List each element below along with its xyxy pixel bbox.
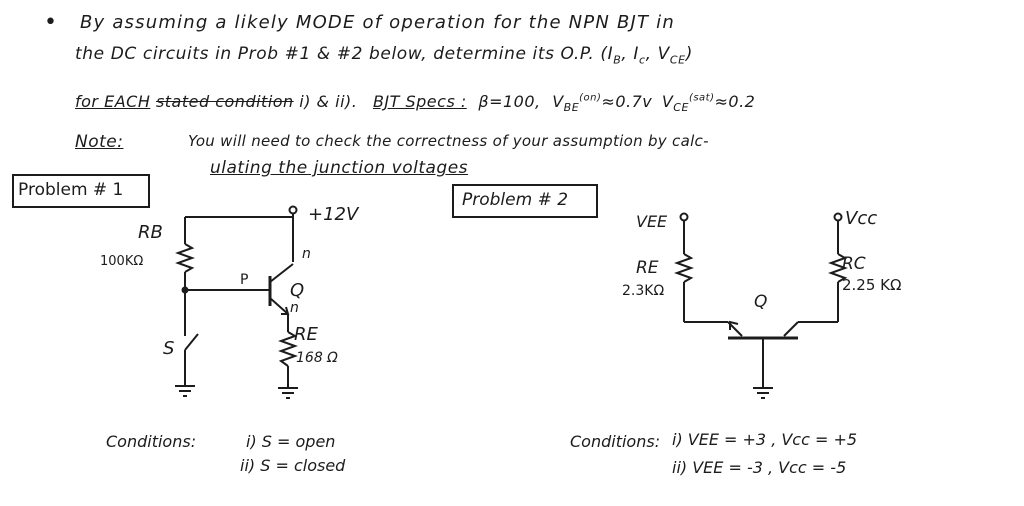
header-line-2: the DC circuits in Prob #1 & #2 below, d… (75, 44, 693, 66)
p2-vee-label: VEE (636, 212, 668, 231)
p1-n-bottom: n (290, 300, 299, 316)
p1-supply-label: +12V (308, 204, 359, 225)
header-line-2-tail2: , V (645, 44, 670, 64)
p2-rc-name: RC (842, 254, 866, 274)
problem-2-box (452, 184, 598, 218)
p1-switch-label: S (163, 338, 175, 359)
p1-bjt-emitter (269, 297, 289, 315)
p1-p-label: P (240, 272, 249, 288)
p1-supply-terminal (288, 205, 298, 215)
note-line-2: ulating the junction voltages (210, 158, 469, 178)
vce-sup: (sat) (688, 92, 715, 104)
p1-condition-1: i) S = open (246, 432, 336, 451)
header-line-2-text: the DC circuits in Prob #1 & #2 below, d… (75, 44, 614, 64)
problem-2-title: Problem # 2 (462, 190, 569, 210)
specs-label: BJT Specs : (372, 92, 467, 111)
vbe-val: ≈0.7v (601, 92, 653, 111)
p2-re-resistor (674, 253, 694, 283)
p2-vcc-label: Vcc (845, 208, 878, 229)
vce-val: ≈0.2 (714, 92, 756, 111)
vbe-sub: BE (563, 101, 580, 115)
p2-rc-value: 2.25 KΩ (842, 276, 902, 294)
vce-sub: CE (673, 101, 689, 115)
header-line-2-close: ) (685, 44, 693, 64)
problem-2-circuit (674, 212, 848, 399)
bullet: • (44, 10, 58, 35)
vce-spec: VCE(sat)≈0.2 (661, 92, 756, 115)
p1-condition-2: ii) S = closed (240, 456, 346, 475)
problem-1-circuit (175, 205, 298, 399)
stated-condition: stated condition (155, 92, 294, 111)
each-word: for EACH (75, 92, 151, 111)
p2-bjt-collector (783, 321, 799, 337)
p2-re-name: RE (636, 258, 659, 278)
header-line-1: By assuming a likely MODE of operation f… (80, 12, 675, 33)
p2-vee-terminal (679, 212, 689, 222)
sub-c: c (639, 53, 646, 67)
p1-rb-value: 100KΩ (100, 254, 144, 269)
p1-rb-name: RB (138, 222, 163, 243)
problem-1-title: Problem # 1 (18, 180, 124, 200)
p1-re-name: RE (294, 324, 318, 345)
p2-rc-resistor (828, 253, 848, 283)
vbe-spec: VBE(on)≈0.7v (552, 92, 653, 115)
p1-re-value: 168 Ω (296, 350, 338, 366)
note-text: You will need to check the correctness o… (188, 132, 709, 150)
sub-b: B (613, 53, 622, 67)
p2-q-label: Q (754, 292, 768, 312)
p1-conditions-label: Conditions: (106, 432, 197, 451)
conditions-ref: i) & ii). (299, 92, 358, 111)
vbe-letter: V (552, 92, 564, 111)
header-line-2-tail: , I (621, 44, 639, 64)
p2-re-value: 2.3KΩ (622, 283, 665, 299)
p2-bjt-emitter-arrow (729, 320, 739, 330)
p1-n-top: n (302, 246, 311, 262)
p2-conditions-label: Conditions: (570, 432, 661, 451)
p1-q-label: Q (290, 280, 305, 301)
p1-switch-blade (184, 333, 199, 351)
p1-re-resistor (278, 331, 298, 367)
header-line-3: for EACH stated condition i) & ii). BJT … (75, 92, 755, 114)
sub-ce: CE (669, 53, 686, 67)
note-label: Note: (75, 132, 124, 152)
p2-condition-2: ii) VEE = -3 , Vcc = -5 (672, 458, 847, 477)
beta-spec: β=100, (478, 92, 541, 111)
p2-vcc-terminal (833, 212, 843, 222)
p1-rb-resistor (175, 243, 195, 273)
vbe-sup: (on) (579, 92, 602, 104)
vce-letter: V (661, 92, 674, 111)
problem-1-box (12, 174, 150, 208)
p1-bjt-collector (269, 263, 294, 283)
p2-condition-1: i) VEE = +3 , Vcc = +5 (672, 430, 858, 449)
